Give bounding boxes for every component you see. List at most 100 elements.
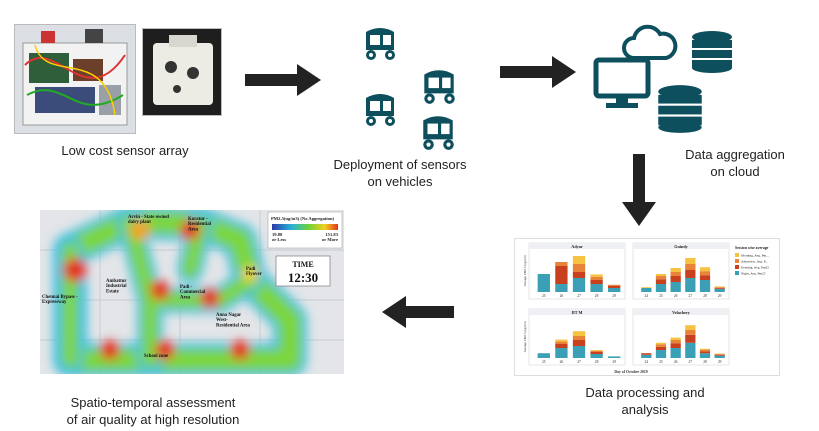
chart-bar-segment xyxy=(685,258,696,264)
chart-bar-segment xyxy=(670,276,681,282)
chart-legend-entry: Afternoon, Avg. P... xyxy=(741,260,768,265)
chart-bar-segment xyxy=(714,354,725,356)
chart-panel-header xyxy=(529,309,625,315)
chart-bar-segment xyxy=(699,351,711,354)
chart-bar-segment xyxy=(699,353,711,358)
heatmap-place-label: Chennai Bypass -Expressway xyxy=(42,295,78,305)
caption-assessment: Spatio-temporal assessment of air qualit… xyxy=(66,395,240,427)
chart-panel-header xyxy=(633,243,729,249)
chart-legend-title: Session wise average xyxy=(735,246,769,250)
chart-bar-segment xyxy=(655,276,667,280)
chart-tick-label: 24 xyxy=(645,294,649,298)
chart-bar-segment xyxy=(572,340,586,346)
chart-panel-title: Guindy xyxy=(674,244,688,249)
chart-tick-label: 25 xyxy=(659,360,663,364)
chart-bar-segment xyxy=(685,270,696,278)
chart-bar-segment xyxy=(685,278,696,292)
chart-bar-segment xyxy=(685,330,696,335)
chart-bar-segment xyxy=(641,288,652,292)
chart-tick-label: 29 xyxy=(612,360,616,364)
chart-bar-segment xyxy=(590,274,603,277)
chart-legend-swatch xyxy=(735,253,739,257)
chart-bar-segment xyxy=(699,349,711,352)
arrow-right-icon xyxy=(500,56,576,88)
chart-bar-segment xyxy=(555,348,568,358)
caption-deployment: Deployment of sensors on vehicles xyxy=(333,157,467,189)
chart-bar-segment xyxy=(608,286,621,288)
chart-bar-segment xyxy=(685,264,696,270)
chart-bar-segment xyxy=(608,356,621,358)
chart-legend-entry: Morning, Avg. Pm... xyxy=(741,254,769,259)
chart-tick-label: 28 xyxy=(595,360,599,364)
chart-bar-segment xyxy=(572,278,586,292)
chart-legend-swatch xyxy=(735,259,739,263)
chart-bar-segment xyxy=(537,274,550,292)
chart-bar-segment xyxy=(685,325,696,330)
heatmap-time-value: 12:30 xyxy=(288,270,318,285)
chart-tick-label: 25 xyxy=(659,294,663,298)
chart-legend-entry: Night, Avg. Pm25 xyxy=(741,272,766,277)
chart-bar-segment xyxy=(641,287,652,288)
chart-bar-segment xyxy=(572,256,586,264)
chart-bar-segment xyxy=(555,266,568,284)
chart-bar-segment xyxy=(714,287,725,288)
sensor-enclosure-photo xyxy=(142,28,222,116)
chart-bar-segment xyxy=(670,282,681,292)
chart-bar-segment xyxy=(641,353,652,355)
chart-bar-segment xyxy=(590,350,603,352)
chart-tick-label: 25 xyxy=(542,294,546,298)
chart-bar-segment xyxy=(699,348,711,350)
chart-bar-segment xyxy=(608,284,621,286)
chart-bar-segment xyxy=(555,284,568,292)
chart-bar-segment xyxy=(590,280,603,284)
chart-tick-label: 26 xyxy=(560,360,564,364)
chart-bar-segment xyxy=(590,276,603,280)
chart-bar-segment xyxy=(608,288,621,292)
chart-bar-segment xyxy=(655,350,667,358)
chart-legend-swatch xyxy=(735,271,739,275)
arrow-down-icon xyxy=(622,154,656,226)
auto-rickshaw-icon xyxy=(366,94,395,126)
chart-tick-label: 29 xyxy=(718,360,722,364)
chart-bar-segment xyxy=(655,274,667,276)
chart-bar-segment xyxy=(655,342,667,345)
chart-bar-segment xyxy=(685,334,696,343)
chart-bar-segment xyxy=(714,288,725,292)
chart-bar-segment xyxy=(699,275,711,280)
chart-legend-entry: Evening, Avg. Pm25 xyxy=(741,266,769,271)
chart-bar-segment xyxy=(699,280,711,292)
caption-sensor-array: Low cost sensor array xyxy=(61,143,189,158)
chart-bar-segment xyxy=(572,346,586,358)
chart-panel-header xyxy=(529,243,625,249)
chart-tick-label: 26 xyxy=(674,360,678,364)
chart-tick-label: 27 xyxy=(577,294,581,298)
chart-panel-title: IIT M xyxy=(572,310,583,315)
chart-bar-segment xyxy=(655,346,667,350)
arrow-left-icon xyxy=(382,296,454,328)
chart-tick-label: 26 xyxy=(674,294,678,298)
chart-tick-label: 28 xyxy=(703,294,707,298)
chart-bar-segment xyxy=(655,284,667,292)
chart-bar-segment xyxy=(572,331,586,336)
chart-tick-label: 27 xyxy=(689,294,693,298)
chart-tick-label: 29 xyxy=(718,294,722,298)
chart-bar-segment xyxy=(590,354,603,358)
chart-tick-label: 27 xyxy=(577,360,581,364)
chart-bar-segment xyxy=(655,279,667,284)
chart-bar-segment xyxy=(714,288,725,289)
arrow-right-icon xyxy=(245,64,321,96)
chart-bar-segment xyxy=(590,352,603,354)
cloud-sync-icon xyxy=(622,24,678,60)
chart-tick-label: 26 xyxy=(560,294,564,298)
caption-cloud: Data aggregation on cloud xyxy=(685,147,785,179)
chart-bar-segment xyxy=(590,350,603,351)
chart-bar-segment xyxy=(655,344,667,347)
chart-ylabel: Average PM2.5 (ug/m3) xyxy=(523,255,527,286)
